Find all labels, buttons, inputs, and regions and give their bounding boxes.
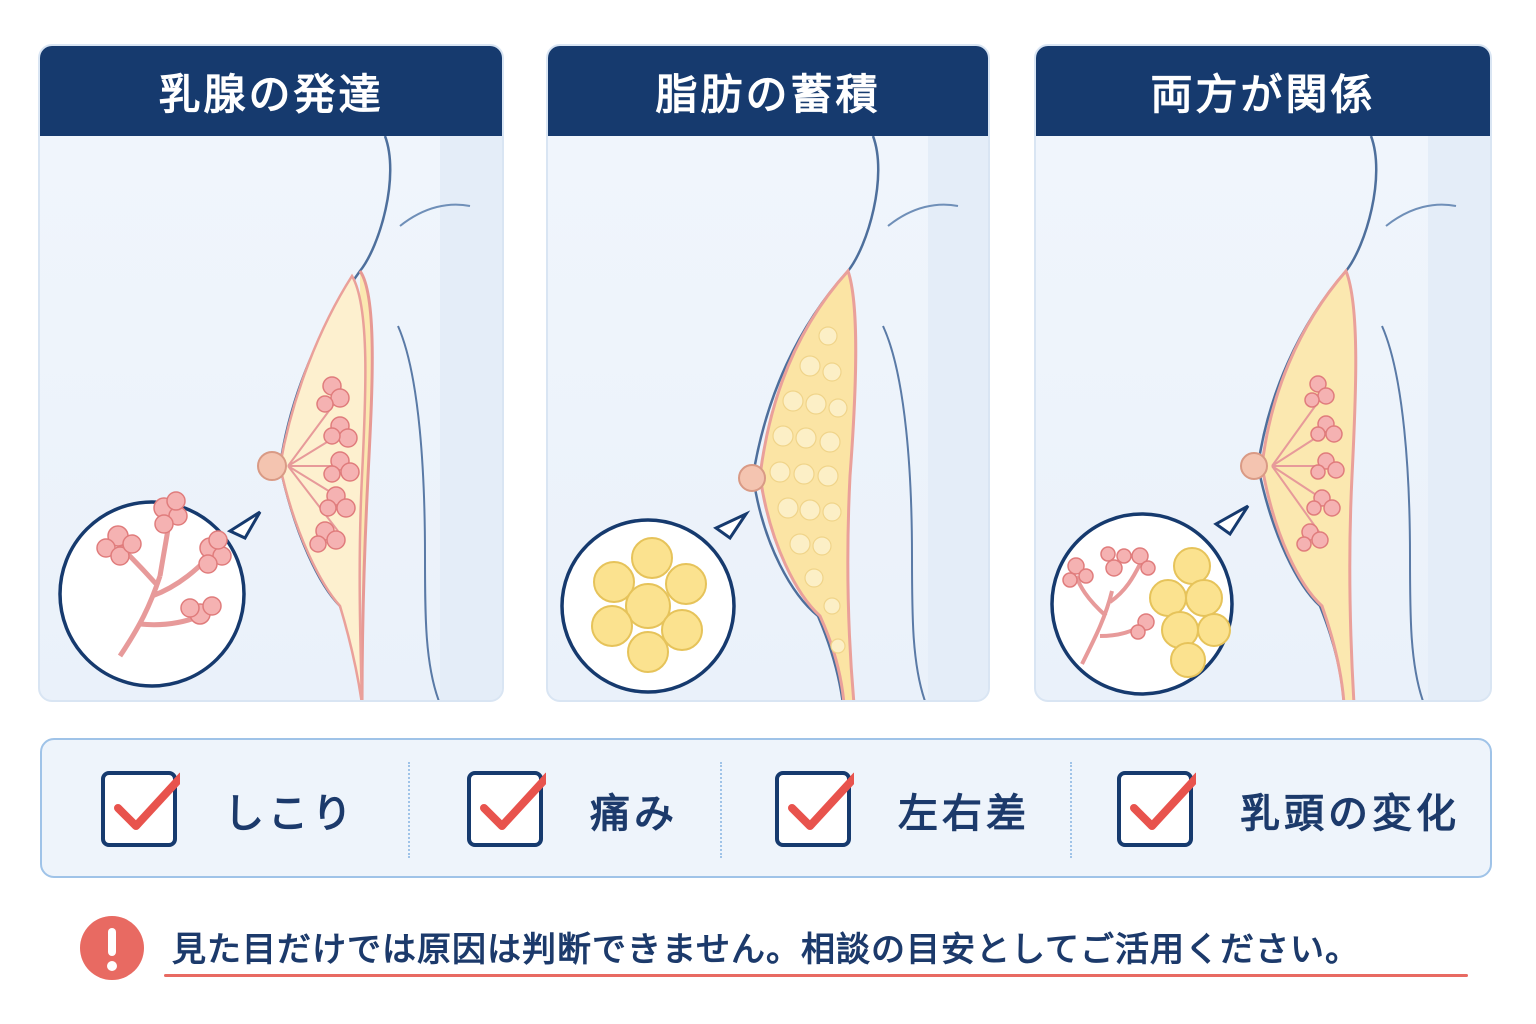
check-label: 痛み xyxy=(590,791,678,837)
symptom-checklist: しこり 痛み 左右差 乳頭の変化 xyxy=(40,738,1492,878)
panel-both: 両方が関係 xyxy=(1034,44,1492,702)
check-label: 左右差 xyxy=(898,791,1030,837)
mammary-gland-icon xyxy=(96,491,232,658)
checkbox-checked-icon xyxy=(1117,771,1196,847)
notice-text: 見た目だけでは原因は判断できません。相談の目安としてご活用ください。 xyxy=(172,930,1360,970)
breast-cross-section-gland xyxy=(58,136,502,700)
notice: 見た目だけでは原因は判断できません。相談の目安としてご活用ください。 xyxy=(78,908,1478,988)
check-label: 乳頭の変化 xyxy=(1240,791,1460,837)
checkbox-checked-icon xyxy=(775,771,854,847)
check-item-pain: 痛み xyxy=(466,740,678,880)
check-item-nipple-change: 乳頭の変化 xyxy=(1116,740,1460,880)
panel-title: 両方が関係 xyxy=(1150,69,1376,119)
breast-cross-section-both xyxy=(1050,136,1490,700)
check-label: しこり xyxy=(224,791,356,837)
panel-fat: 脂肪の蓄積 xyxy=(546,44,990,702)
gland-lobules xyxy=(287,376,360,553)
divider xyxy=(720,762,722,858)
checkbox-checked-icon xyxy=(101,771,180,847)
exclamation-icon xyxy=(80,916,144,980)
checkbox-checked-icon xyxy=(467,771,546,847)
panel-header: 脂肪の蓄積 xyxy=(548,46,988,136)
panel-header: 乳腺の発達 xyxy=(40,46,502,136)
panel-title: 乳腺の発達 xyxy=(158,69,384,119)
breast-cross-section-fat xyxy=(560,136,988,700)
notice-underline xyxy=(164,974,1468,977)
gland-and-fat-icon xyxy=(1062,546,1231,678)
divider xyxy=(1070,762,1072,858)
fat-cells-icon xyxy=(591,537,707,673)
check-item-asymmetry: 左右差 xyxy=(774,740,1030,880)
panel-header: 両方が関係 xyxy=(1036,46,1490,136)
check-item-lump: しこり xyxy=(100,740,356,880)
divider xyxy=(408,762,410,858)
panel-title: 脂肪の蓄積 xyxy=(655,69,881,119)
panel-gland: 乳腺の発達 xyxy=(38,44,504,702)
